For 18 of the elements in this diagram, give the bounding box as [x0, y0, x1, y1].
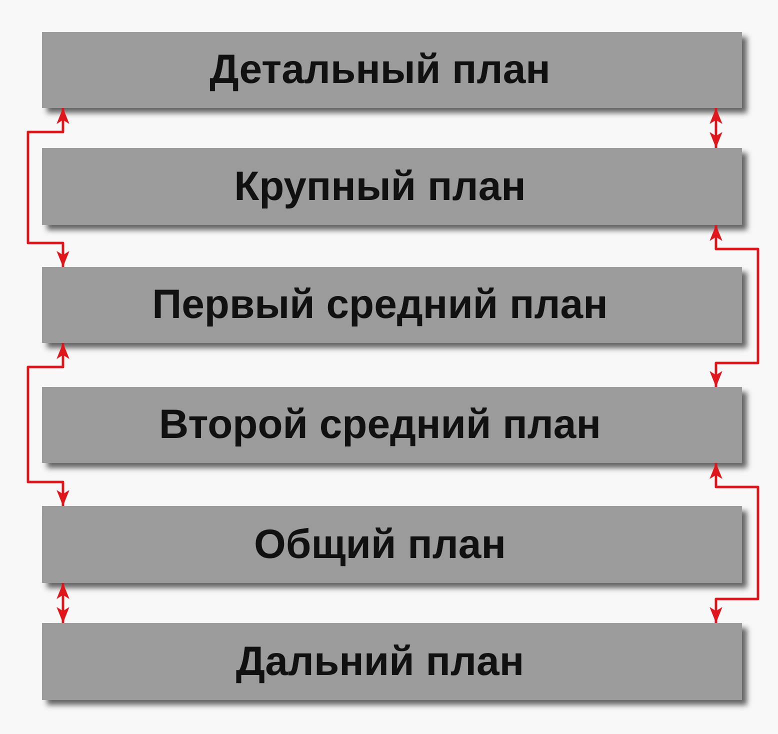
bar-label: Крупный план	[234, 162, 526, 210]
bar-label: Общий план	[254, 520, 506, 568]
plan-bar	[42, 148, 742, 225]
plan-bar	[42, 267, 742, 343]
plan-bar	[42, 387, 742, 463]
plan-bar	[42, 32, 742, 108]
bar-label: Второй средний план	[159, 401, 601, 449]
bar-label: Первый средний план	[152, 281, 608, 329]
bar-label: Дальний план	[236, 638, 524, 686]
double-headed-arrow	[26, 343, 70, 506]
plan-bar	[42, 506, 742, 583]
double-headed-arrow	[26, 108, 70, 267]
double-headed-arrow	[710, 225, 760, 387]
bar-label: Детальный план	[210, 46, 550, 94]
double-headed-arrow	[710, 463, 760, 623]
plan-bar	[42, 623, 742, 700]
double-headed-arrow	[56, 583, 70, 623]
double-headed-arrow	[710, 108, 722, 148]
